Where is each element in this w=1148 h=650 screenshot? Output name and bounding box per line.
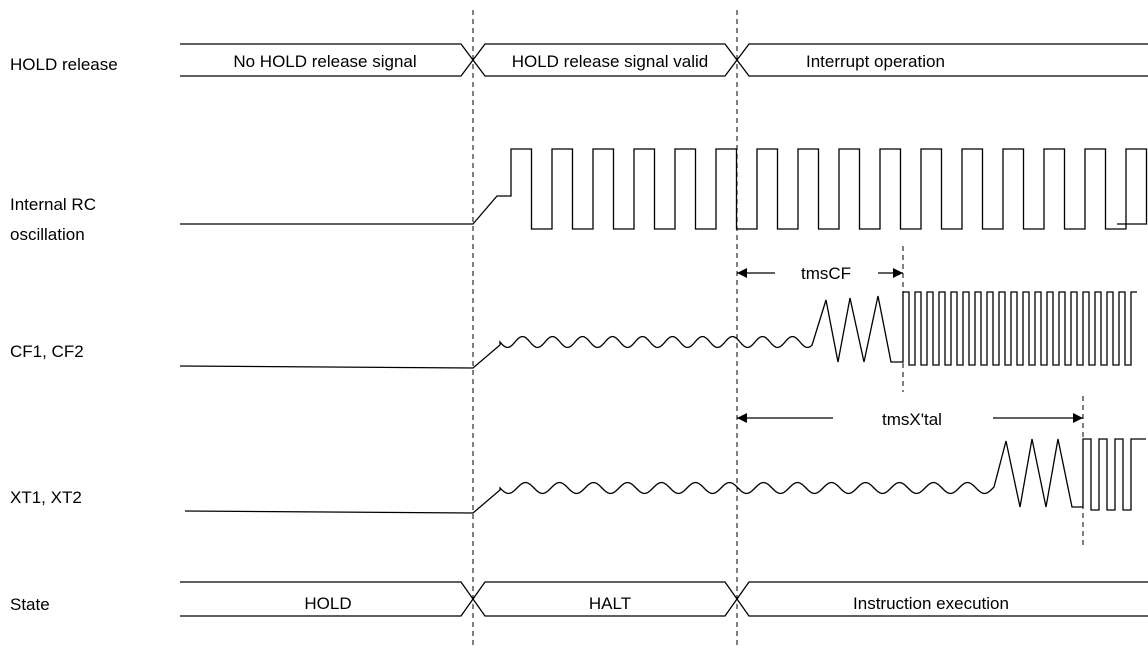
state-segment-1: HALT <box>589 594 631 613</box>
tmscf-label: tmsCF <box>801 264 851 283</box>
xt-waveform <box>184 438 1146 514</box>
hold-release-bus-top <box>180 43 1148 77</box>
state-bus-bottom <box>180 581 1148 617</box>
hold-release-bus: No HOLD release signal HOLD release sign… <box>180 43 1148 77</box>
internal-rc-waveform <box>180 148 1148 230</box>
hold-release-segment-2: Interrupt operation <box>806 52 945 71</box>
hold-release-bus-bottom <box>180 43 1148 77</box>
state-label: State <box>10 595 50 614</box>
xt-label: XT1, XT2 <box>10 488 82 507</box>
internal-rc-label-line1: Internal RC <box>10 195 96 214</box>
cf-label: CF1, CF2 <box>10 342 84 361</box>
internal-rc-label-line2: oscillation <box>10 225 85 244</box>
tmsxtal-label: tmsX'tal <box>882 410 942 429</box>
hold-release-segment-0: No HOLD release signal <box>233 52 416 71</box>
state-bus-top <box>180 581 1148 617</box>
hold-release-label: HOLD release <box>10 55 118 74</box>
state-segment-2: Instruction execution <box>853 594 1009 613</box>
cf-waveform <box>179 291 1137 369</box>
tmsxtal-arrow: tmsX'tal <box>737 410 1083 429</box>
state-segment-0: HOLD <box>304 594 351 613</box>
state-bus: HOLD HALT Instruction execution <box>180 581 1148 617</box>
hold-release-segment-1: HOLD release signal valid <box>512 52 709 71</box>
tmscf-arrow: tmsCF <box>737 264 903 283</box>
